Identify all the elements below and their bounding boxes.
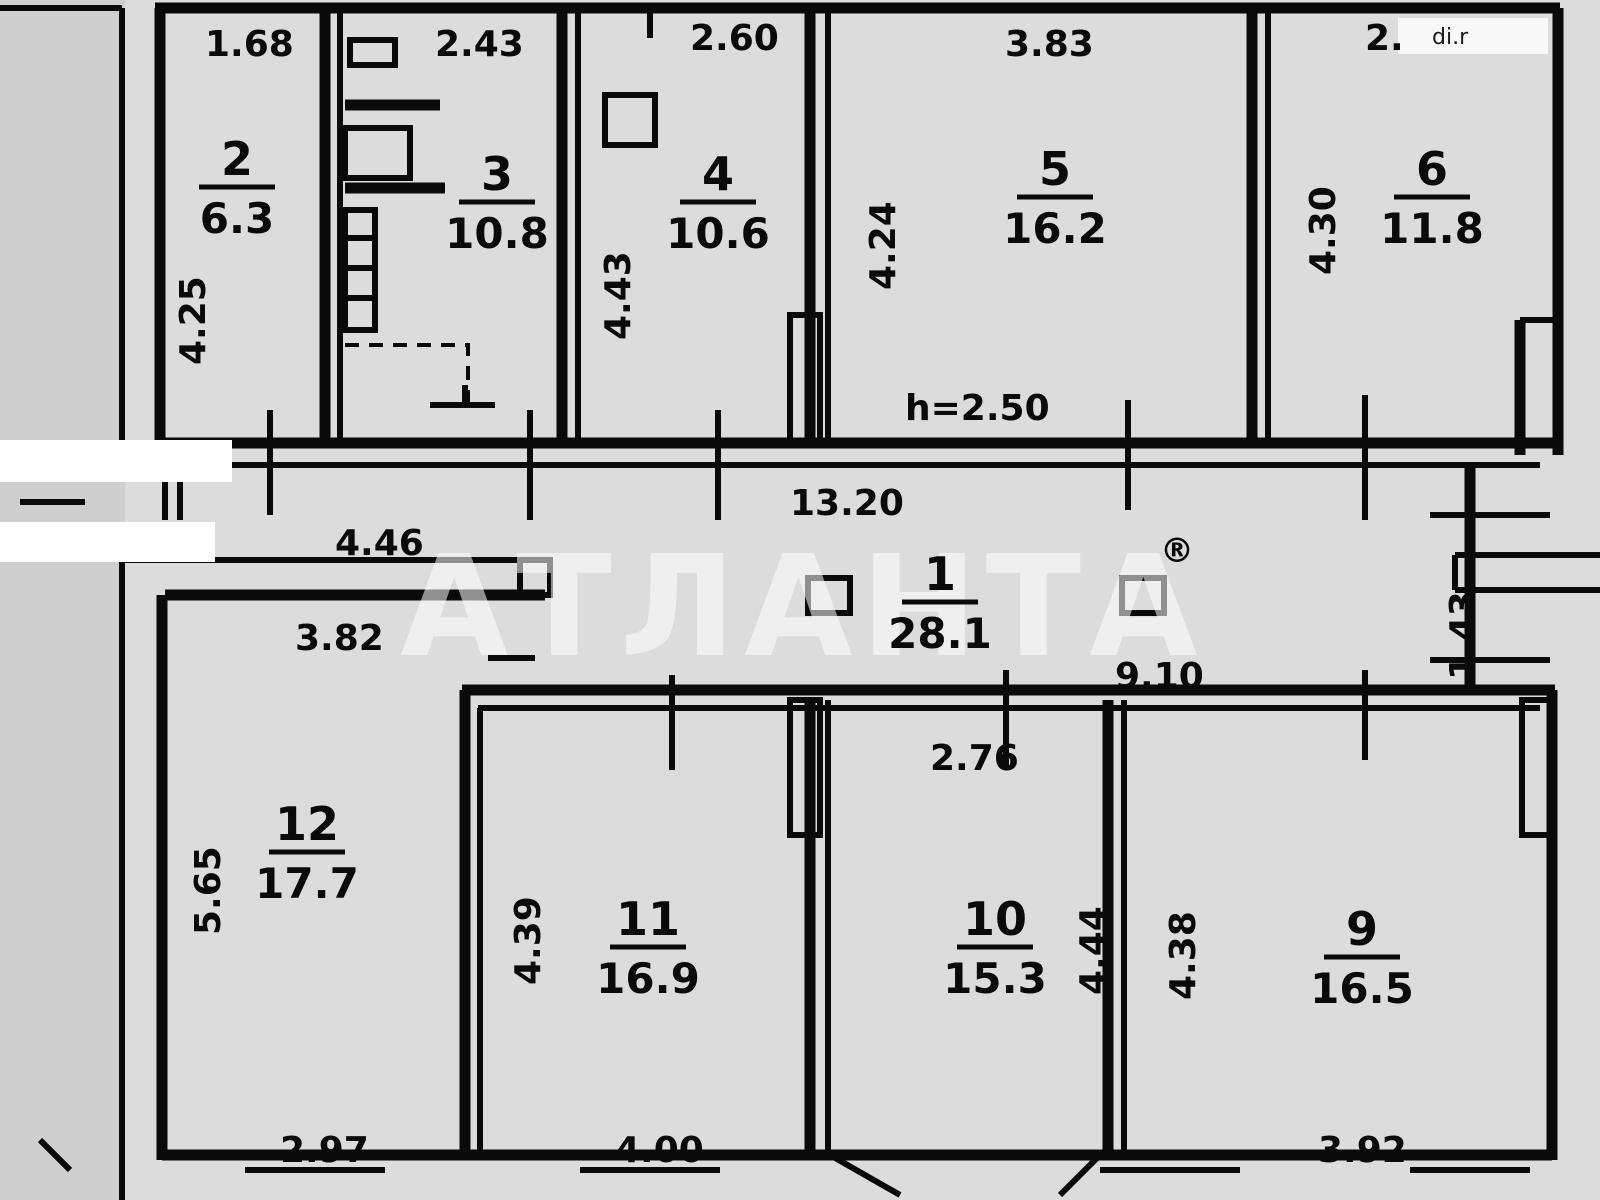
room-number: 2 — [221, 132, 253, 186]
dim-corridor-bottom: 9.10 — [1115, 656, 1204, 697]
dim-bottom-room11: 4.00 — [615, 1130, 704, 1171]
room-area: 28.1 — [888, 609, 992, 658]
room-area: 6.3 — [200, 194, 274, 243]
room-area: 11.8 — [1380, 204, 1484, 253]
dim-top-room6: 2. — [1365, 18, 1404, 59]
room-area: 16.5 — [1310, 964, 1414, 1013]
dim-top-room4: 2.60 — [690, 18, 779, 59]
dim-side-room9: 4.38 — [1163, 911, 1204, 1000]
dim-side-room11: 4.39 — [508, 896, 549, 985]
dim-side-room5: 4.24 — [863, 201, 904, 290]
mask-strip-top — [0, 440, 232, 482]
dim-top-room2: 1.68 — [205, 24, 294, 65]
room-labels: 26.3310.8410.6516.2611.8128.11217.71116.… — [199, 132, 1484, 1013]
room-number: 5 — [1039, 142, 1071, 196]
dim-side-room10: 4.44 — [1073, 906, 1114, 995]
room-area: 10.8 — [445, 209, 549, 258]
room-label-1: 128.1 — [888, 547, 992, 658]
room-number: 1 — [924, 547, 956, 601]
room-area: 15.3 — [943, 954, 1047, 1003]
dim-corridor-length: 13.20 — [790, 483, 904, 524]
room-number: 10 — [963, 892, 1027, 946]
room-label-2: 26.3 — [199, 132, 275, 243]
dim-top-room12: 3.82 — [295, 618, 384, 659]
watermark-text: АТЛАНТА — [400, 526, 1206, 689]
dim-ceiling-height: h=2.50 — [905, 388, 1050, 429]
dim-corridor-left: 4.46 — [335, 523, 424, 564]
room-label-6: 611.8 — [1380, 142, 1484, 253]
room-area: 16.2 — [1003, 204, 1107, 253]
dim-top-room3: 2.43 — [435, 24, 524, 65]
dim-top-room10: 2.76 — [930, 738, 1019, 779]
room-label-9: 916.5 — [1310, 902, 1414, 1013]
dim-bottom-room12: 2.97 — [280, 1130, 369, 1171]
room-number: 6 — [1416, 142, 1448, 196]
corner-mark-box — [1398, 18, 1548, 54]
watermark-registered-mark: ® — [1160, 531, 1194, 571]
dim-side-room12: 5.65 — [188, 846, 229, 935]
dim-side-room2: 4.25 — [173, 276, 214, 365]
room-number: 9 — [1346, 902, 1378, 956]
dimension-ticks — [20, 8, 1550, 770]
dim-side-room6: 4.30 — [1303, 186, 1344, 275]
mask-strip-bottom — [0, 522, 215, 562]
dim-side-room4: 4.43 — [598, 251, 639, 340]
room-number: 4 — [702, 147, 734, 201]
corner-mark-text: di.r — [1432, 25, 1469, 50]
dim-top-room5: 3.83 — [1005, 24, 1094, 65]
room-number: 3 — [481, 147, 513, 201]
room-number: 11 — [616, 892, 680, 946]
dim-corridor-right: 1.43 — [1443, 591, 1484, 680]
room-label-12: 12 17.7 — [255, 797, 359, 908]
bathroom-fixtures — [342, 37, 658, 410]
columns — [805, 575, 1167, 616]
dimension-labels: 1.68 2.43 2.60 3.83 2. 4.25 4.43 4.24 4.… — [173, 18, 1484, 1171]
room-label-11: 11 16.9 — [596, 892, 700, 1003]
room-area: 17.7 — [255, 859, 359, 908]
room-area: 10.6 — [666, 209, 770, 258]
dim-bottom-room9: 3.92 — [1318, 1130, 1407, 1171]
room-label-3: 310.8 — [445, 147, 549, 258]
room-label-5: 516.2 — [1003, 142, 1107, 253]
room-label-10: 10 15.3 — [943, 892, 1047, 1003]
room-number: 12 — [275, 797, 339, 851]
paper-shade-left — [0, 0, 125, 1200]
room-area: 16.9 — [596, 954, 700, 1003]
room-label-4: 410.6 — [666, 147, 770, 258]
